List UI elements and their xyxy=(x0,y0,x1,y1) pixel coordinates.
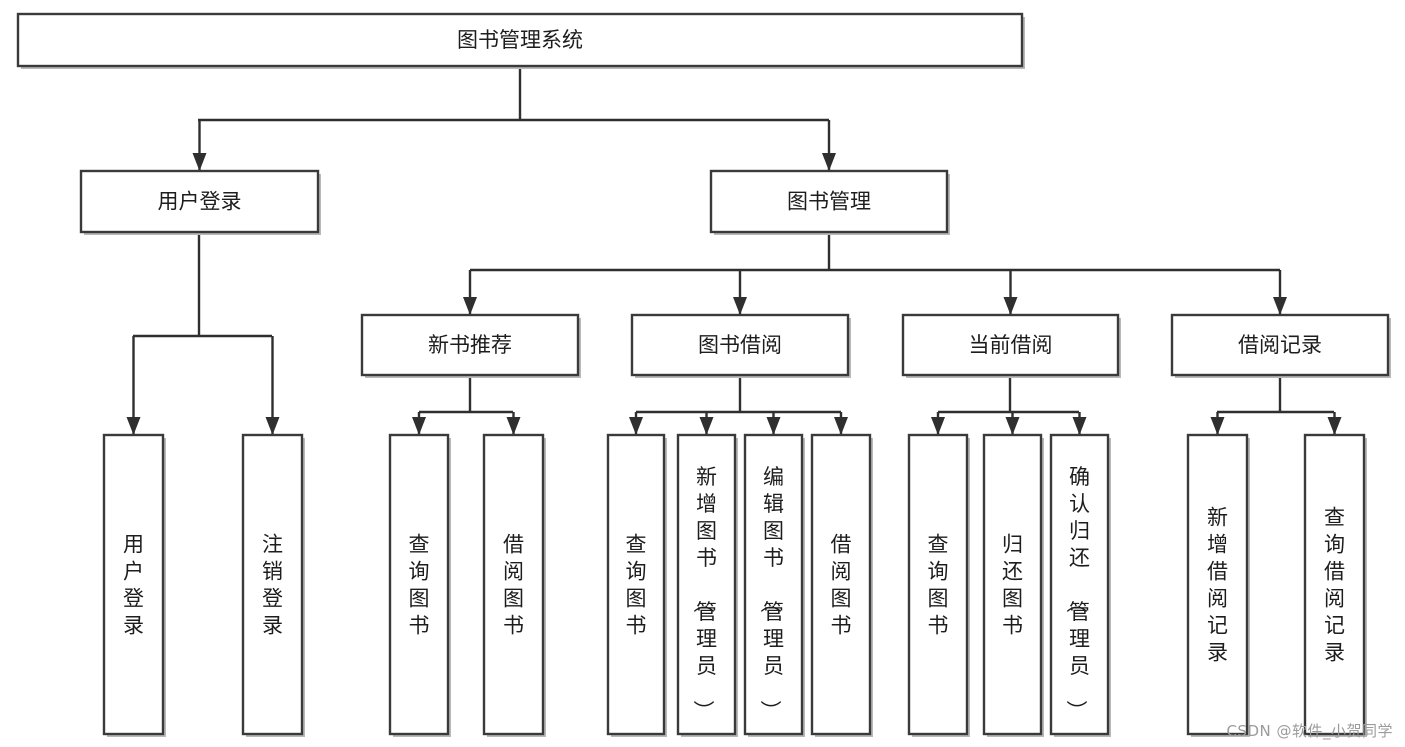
edge-arrowhead xyxy=(506,417,521,435)
node-label: 图书管理系统 xyxy=(457,28,583,52)
node-label: 查询图书 xyxy=(409,533,430,638)
node-label: 用户登录 xyxy=(123,533,144,638)
node-leaf-borrow-query[interactable]: 查询图书 xyxy=(606,433,667,737)
node-box[interactable] xyxy=(482,433,545,736)
edge-arrowhead xyxy=(192,153,207,171)
node-label: 注销登录 xyxy=(262,533,283,638)
node-label: 借阅记录 xyxy=(1238,333,1322,357)
node-leaf-cur-query[interactable]: 查询图书 xyxy=(907,433,970,737)
node-user-login[interactable]: 用户登录 xyxy=(79,169,321,235)
edge-arrowhead xyxy=(1072,417,1087,435)
node-box[interactable] xyxy=(606,433,666,736)
edge-arrowhead xyxy=(931,417,945,435)
node-label: 新书推荐 xyxy=(428,333,512,357)
edge-arrowhead xyxy=(463,297,477,315)
node-leaf-rec-add[interactable]: 新增借阅记录 xyxy=(1186,433,1250,737)
node-leaf-borrow-lend[interactable]: 借阅图书 xyxy=(810,433,873,737)
node-label: 新增借阅记录 xyxy=(1207,506,1228,665)
edge-arrowhead xyxy=(1005,417,1020,435)
edge-arrowhead xyxy=(1210,417,1225,435)
edge-arrowhead xyxy=(766,417,781,435)
node-label: 用户登录 xyxy=(158,190,242,214)
node-label: 确认归还（管理员） xyxy=(1064,465,1090,721)
node-box[interactable] xyxy=(810,433,872,736)
edge-layer xyxy=(126,66,1342,435)
node-box[interactable] xyxy=(709,169,949,234)
node-layer: 图书管理系统用户登录图书管理新书推荐图书借阅当前借阅借阅记录用户登录注销登录查询… xyxy=(16,12,1391,737)
node-label: 借阅图书 xyxy=(503,533,524,638)
node-leaf-borrow-add[interactable]: 新增图书（管理员） xyxy=(676,433,738,737)
node-box[interactable] xyxy=(388,433,450,736)
edge-arrowhead xyxy=(1003,297,1018,315)
node-label: 当前借阅 xyxy=(969,333,1053,357)
node-label: 查询图书 xyxy=(928,533,949,638)
node-box[interactable] xyxy=(676,433,737,736)
node-leaf-rec-borrow[interactable]: 借阅图书 xyxy=(482,433,546,737)
edge-arrowhead xyxy=(412,417,426,435)
node-leaf-rec-query[interactable]: 查询图书 xyxy=(388,433,451,737)
node-label: 借阅图书 xyxy=(831,533,852,638)
node-box[interactable] xyxy=(901,313,1120,377)
node-label: 编辑图书（管理员） xyxy=(758,465,784,721)
edge-arrowhead xyxy=(699,417,714,435)
node-box[interactable] xyxy=(1049,433,1110,736)
node-leaf-rec-search[interactable]: 查询借阅记录 xyxy=(1303,433,1367,737)
node-leaf-cur-confirm[interactable]: 确认归还（管理员） xyxy=(1049,433,1111,737)
watermark-text: CSDN @软件_小贺同学 xyxy=(1226,722,1393,740)
node-label: 图书借阅 xyxy=(698,333,782,357)
node-label: 图书管理 xyxy=(787,190,871,214)
edge-arrowhead xyxy=(265,417,280,435)
edge-arrowhead xyxy=(733,297,747,315)
node-box[interactable] xyxy=(1186,433,1249,736)
edge-arrowhead xyxy=(629,417,643,435)
edge-arrowhead xyxy=(1327,417,1342,435)
node-label: 查询图书 xyxy=(626,533,647,638)
node-box[interactable] xyxy=(16,12,1024,68)
node-box[interactable] xyxy=(907,433,969,736)
node-label: 新增图书（管理员） xyxy=(691,465,717,721)
edge-arrowhead xyxy=(822,153,836,171)
node-box[interactable] xyxy=(360,313,580,377)
node-box[interactable] xyxy=(79,169,320,234)
edge-arrowhead xyxy=(1273,297,1287,315)
node-leaf-user-login[interactable]: 用户登录 xyxy=(102,433,166,737)
node-book-borrow[interactable]: 图书借阅 xyxy=(630,313,851,378)
node-box[interactable] xyxy=(982,433,1043,736)
node-box[interactable] xyxy=(1170,313,1390,377)
node-leaf-cur-return[interactable]: 归还图书 xyxy=(982,433,1044,737)
node-borrow-record[interactable]: 借阅记录 xyxy=(1170,313,1391,378)
node-box[interactable] xyxy=(1303,433,1366,736)
node-label: 归还图书 xyxy=(1002,533,1023,638)
node-box[interactable] xyxy=(630,313,850,377)
node-box[interactable] xyxy=(743,433,804,736)
node-book-manage[interactable]: 图书管理 xyxy=(709,169,950,235)
node-box[interactable] xyxy=(241,433,304,736)
node-leaf-user-logout[interactable]: 注销登录 xyxy=(241,433,305,737)
edge-arrowhead xyxy=(126,417,141,435)
node-root[interactable]: 图书管理系统 xyxy=(16,12,1025,69)
node-box[interactable] xyxy=(102,433,165,736)
node-label: 查询借阅记录 xyxy=(1324,506,1345,665)
edge-arrowhead xyxy=(834,417,848,435)
node-current-borrow[interactable]: 当前借阅 xyxy=(901,313,1121,378)
node-new-book-rec[interactable]: 新书推荐 xyxy=(360,313,581,378)
node-leaf-borrow-edit[interactable]: 编辑图书（管理员） xyxy=(743,433,805,737)
